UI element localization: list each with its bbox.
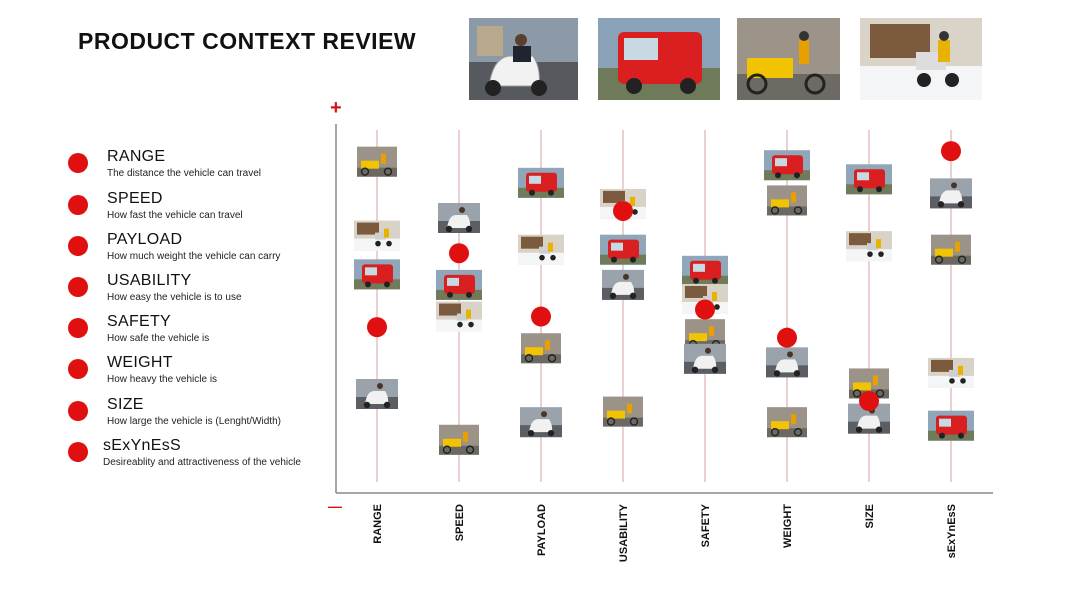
legend-name: RANGE (107, 148, 166, 165)
page-title: PRODUCT CONTEXT REVIEW (78, 28, 417, 54)
target-dot-usability (613, 200, 633, 221)
legend-dot (68, 318, 88, 338)
legend-name: SPEED (107, 190, 163, 207)
target-dot-weight (777, 327, 797, 348)
vehicle-mark-cargo-bike (931, 234, 971, 265)
legend-desc: How easy the vehicle is to use (107, 292, 242, 303)
legend-name: USABILITY (107, 272, 192, 289)
vehicle-mark-snow-bike (928, 357, 974, 388)
x-tick-label: SIZE (864, 504, 876, 528)
axis-plus-label: + (330, 97, 342, 119)
target-dots (367, 141, 961, 412)
vehicle-mark-snow-bike (354, 220, 400, 251)
legend-name: sExYnEsS (103, 437, 181, 454)
vehicle-mark-scooter (684, 343, 726, 374)
vehicle-mark-red-car (764, 150, 810, 181)
vehicle-mark-cargo-bike (521, 333, 561, 364)
legend-desc: How heavy the vehicle is (107, 374, 218, 385)
target-dot-payload (531, 306, 551, 327)
legend-name: WEIGHT (107, 354, 173, 371)
vehicle-mark-red-car (436, 269, 482, 300)
vehicle-mark-scooter (438, 203, 480, 233)
vehicle-mark-red-car (846, 164, 892, 195)
axis-minus-label: — (328, 498, 342, 514)
vehicle-mark-red-car (518, 167, 564, 198)
legend-dot (68, 442, 88, 462)
vehicle-mark-red-car (682, 255, 728, 286)
vehicle-mark-snow-bike (518, 234, 564, 265)
target-dot-safety (695, 299, 715, 320)
vehicle-photo-cargo-bike (737, 18, 840, 100)
legend-name: SIZE (107, 396, 144, 413)
vehicle-mark-scooter (356, 379, 398, 409)
target-dot-range (367, 317, 387, 338)
legend-desc: The distance the vehicle can travel (107, 168, 261, 179)
x-tick-label: SAFETY (700, 503, 712, 547)
vehicle-mark-scooter (520, 407, 562, 438)
vehicle-photo-scooter (469, 18, 578, 100)
legend-dot (68, 153, 88, 173)
legend-dot (68, 277, 88, 297)
vehicle-mark-snow-bike (846, 231, 892, 262)
vehicle-mark-cargo-bike (603, 396, 643, 427)
legend-desc: Desireablity and attractiveness of the v… (103, 457, 301, 468)
target-dot-sexyness (941, 141, 961, 162)
vehicle-mark-cargo-bike (767, 407, 807, 438)
vehicle-marks (354, 146, 974, 455)
legend-dot (68, 195, 88, 215)
legend-desc: How safe the vehicle is (107, 333, 210, 344)
vehicle-mark-red-car (354, 259, 400, 290)
legend-name: PAYLOAD (107, 231, 183, 248)
x-tick-labels: RANGE SPEED PAYLOAD USABILITY SAFETY WEIGHT SI… (372, 503, 958, 562)
legend-desc: How fast the vehicle can travel (107, 210, 243, 221)
vehicle-mark-scooter (602, 269, 644, 300)
vehicle-mark-cargo-bike (357, 146, 397, 177)
x-tick-label: RANGE (372, 504, 384, 544)
vehicle-photo-red-car (598, 18, 720, 100)
x-tick-label: WEIGHT (782, 504, 794, 548)
vehicle-mark-cargo-bike (767, 185, 807, 216)
vehicle-photo-snow-bike (860, 18, 982, 100)
x-tick-label: SPEED (454, 504, 466, 541)
legend-dot (68, 236, 88, 256)
legend-dot (68, 401, 88, 421)
vehicle-mark-cargo-bike (439, 424, 479, 455)
target-dot-size (859, 391, 879, 412)
vehicle-mark-snow-bike (436, 301, 482, 332)
x-tick-label: sExYnEsS (946, 504, 958, 558)
legend-name: SAFETY (107, 313, 172, 330)
vehicle-mark-red-car (600, 234, 646, 265)
target-dot-speed (449, 243, 469, 264)
legend-desc: How much weight the vehicle can carry (107, 251, 281, 262)
vehicle-mark-scooter (766, 347, 808, 378)
x-tick-label: PAYLOAD (536, 504, 548, 556)
vehicle-mark-scooter (930, 178, 972, 209)
legend-desc: How large the vehicle is (Lenght/Width) (107, 416, 281, 427)
vehicle-mark-red-car (928, 410, 974, 441)
legend-dot (68, 359, 88, 379)
x-tick-label: USABILITY (618, 503, 630, 562)
